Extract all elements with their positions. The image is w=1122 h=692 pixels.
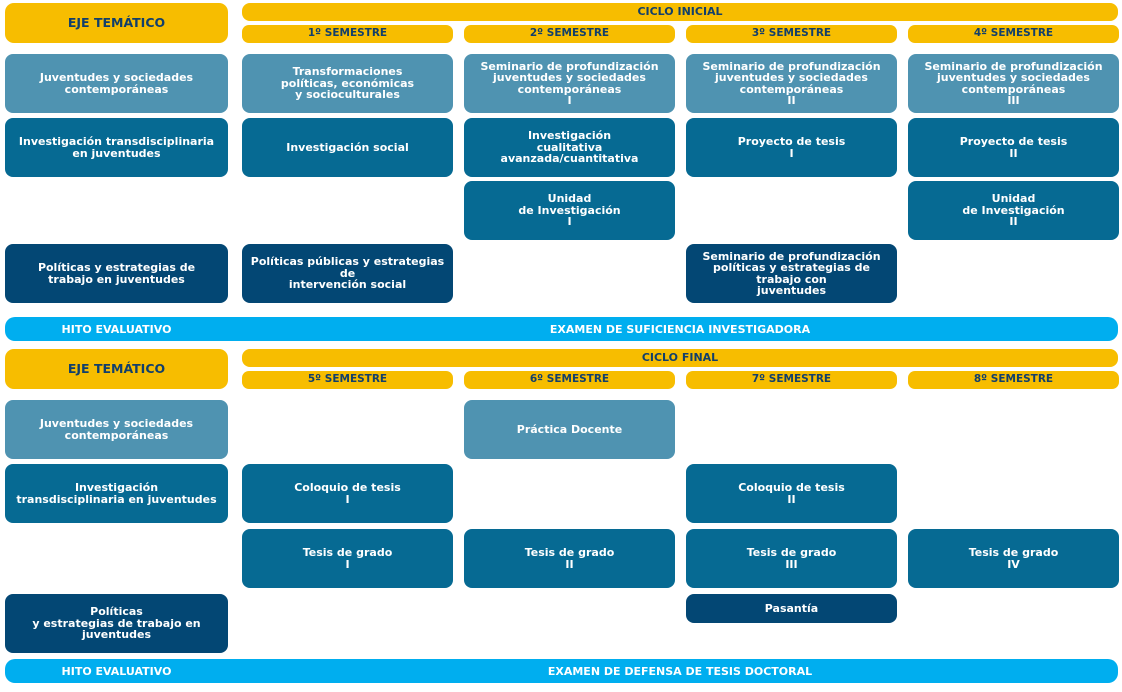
- hito-label-final: HITO EVALUATIVO: [61, 664, 172, 678]
- theme-politicas-estrategias: Políticas y estrategias de trabajo en ju…: [5, 244, 228, 303]
- course-investigacion-cualitativa: Investigación cualitativa avanzada/cuant…: [464, 118, 675, 177]
- semester-2-header: 2º SEMESTRE: [464, 25, 675, 43]
- semester-5-header: 5º SEMESTRE: [242, 371, 453, 389]
- theme-investigacion-transdisciplinaria-final: Investigación transdisciplinaria en juve…: [5, 464, 228, 523]
- course-tesis-grado-3: Tesis de grado III: [686, 529, 897, 588]
- semester-1-header: 1º SEMESTRE: [242, 25, 453, 43]
- semester-7-header: 7º SEMESTRE: [686, 371, 897, 389]
- course-seminario-juventudes-3: Seminario de profundización juventudes y…: [908, 54, 1119, 113]
- course-tesis-grado-1: Tesis de grado I: [242, 529, 453, 588]
- semester-8-header: 8º SEMESTRE: [908, 371, 1119, 389]
- course-tesis-grado-2: Tesis de grado II: [464, 529, 675, 588]
- hito-exam-suficiencia: EXAMEN DE SUFICIENCIA INVESTIGADORA: [549, 322, 811, 336]
- course-investigacion-social: Investigación social: [242, 118, 453, 177]
- hito-evaluativo-final-bar: HITO EVALUATIVO EXAMEN DE DEFENSA DE TES…: [5, 659, 1118, 683]
- course-transformaciones: Transformaciones políticas, económicas y…: [242, 54, 453, 113]
- semester-3-header: 3º SEMESTRE: [686, 25, 897, 43]
- course-politicas-publicas: Políticas públicas y estrategias de inte…: [242, 244, 453, 303]
- course-tesis-grado-4: Tesis de grado IV: [908, 529, 1119, 588]
- ciclo-inicial-header: CICLO INICIAL: [242, 3, 1118, 21]
- eje-tematico-header-inicial: EJE TEMÁTICO: [5, 3, 228, 43]
- course-coloquio-tesis-1: Coloquio de tesis I: [242, 464, 453, 523]
- hito-exam-defensa: EXAMEN DE DEFENSA DE TESIS DOCTORAL: [547, 664, 813, 678]
- eje-tematico-header-final: EJE TEMÁTICO: [5, 349, 228, 389]
- hito-evaluativo-inicial-bar: HITO EVALUATIVO EXAMEN DE SUFICIENCIA IN…: [5, 317, 1118, 341]
- semester-4-header: 4º SEMESTRE: [908, 25, 1119, 43]
- course-unidad-investigacion-2: Unidad de Investigación II: [908, 181, 1119, 240]
- course-proyecto-tesis-1: Proyecto de tesis I: [686, 118, 897, 177]
- course-seminario-juventudes-2: Seminario de profundización juventudes y…: [686, 54, 897, 113]
- course-coloquio-tesis-2: Coloquio de tesis II: [686, 464, 897, 523]
- course-practica-docente: Práctica Docente: [464, 400, 675, 459]
- theme-juventudes-sociedades: Juventudes y sociedades contemporáneas: [5, 54, 228, 113]
- theme-investigacion-transdisciplinaria: Investigación transdisciplinaria en juve…: [5, 118, 228, 177]
- course-unidad-investigacion-1: Unidad de Investigación I: [464, 181, 675, 240]
- course-seminario-juventudes-1: Seminario de profundización juventudes y…: [464, 54, 675, 113]
- course-seminario-politicas: Seminario de profundización políticas y …: [686, 244, 897, 303]
- semester-6-header: 6º SEMESTRE: [464, 371, 675, 389]
- theme-juventudes-sociedades-final: Juventudes y sociedades contemporáneas: [5, 400, 228, 459]
- ciclo-final-header: CICLO FINAL: [242, 349, 1118, 367]
- hito-label: HITO EVALUATIVO: [61, 322, 172, 336]
- theme-politicas-estrategias-final: Políticas y estrategias de trabajo en ju…: [5, 594, 228, 653]
- course-pasantia: Pasantía: [686, 594, 897, 623]
- course-proyecto-tesis-2: Proyecto de tesis II: [908, 118, 1119, 177]
